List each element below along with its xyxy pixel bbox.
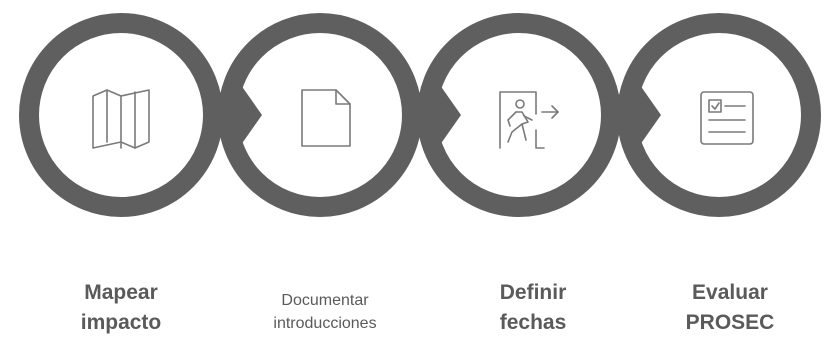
step-4-label-line-1: Evaluar bbox=[692, 281, 768, 304]
step-4-ring bbox=[617, 13, 821, 217]
step-4-label-line-2: PROSEC bbox=[685, 311, 775, 334]
step-1-label-line-1: Mapear bbox=[84, 281, 158, 304]
connector-arrow-1 bbox=[236, 78, 262, 152]
step-2-ring bbox=[218, 13, 422, 217]
map-icon bbox=[92, 89, 150, 149]
step-3-ring bbox=[417, 13, 621, 217]
step-4-label: Evaluar PROSEC bbox=[670, 278, 790, 338]
step-2-label-line-1: Documentar bbox=[281, 292, 369, 309]
step-3-label-line-2: fechas bbox=[499, 311, 567, 334]
checklist-icon bbox=[700, 91, 754, 145]
step-2-label: Documentar introducciones bbox=[245, 289, 405, 335]
step-3-label-line-1: Definir bbox=[499, 281, 567, 304]
exit-person-icon bbox=[499, 91, 559, 149]
step-1-label-line-2: impacto bbox=[80, 311, 162, 334]
step-2-label-line-2: introducciones bbox=[273, 315, 377, 332]
connector-arrow-2 bbox=[435, 78, 461, 152]
document-icon bbox=[301, 89, 351, 147]
connector-arrow-3 bbox=[635, 78, 661, 152]
step-1-label: Mapear impacto bbox=[61, 278, 181, 338]
step-3-label: Definir fechas bbox=[473, 278, 593, 338]
